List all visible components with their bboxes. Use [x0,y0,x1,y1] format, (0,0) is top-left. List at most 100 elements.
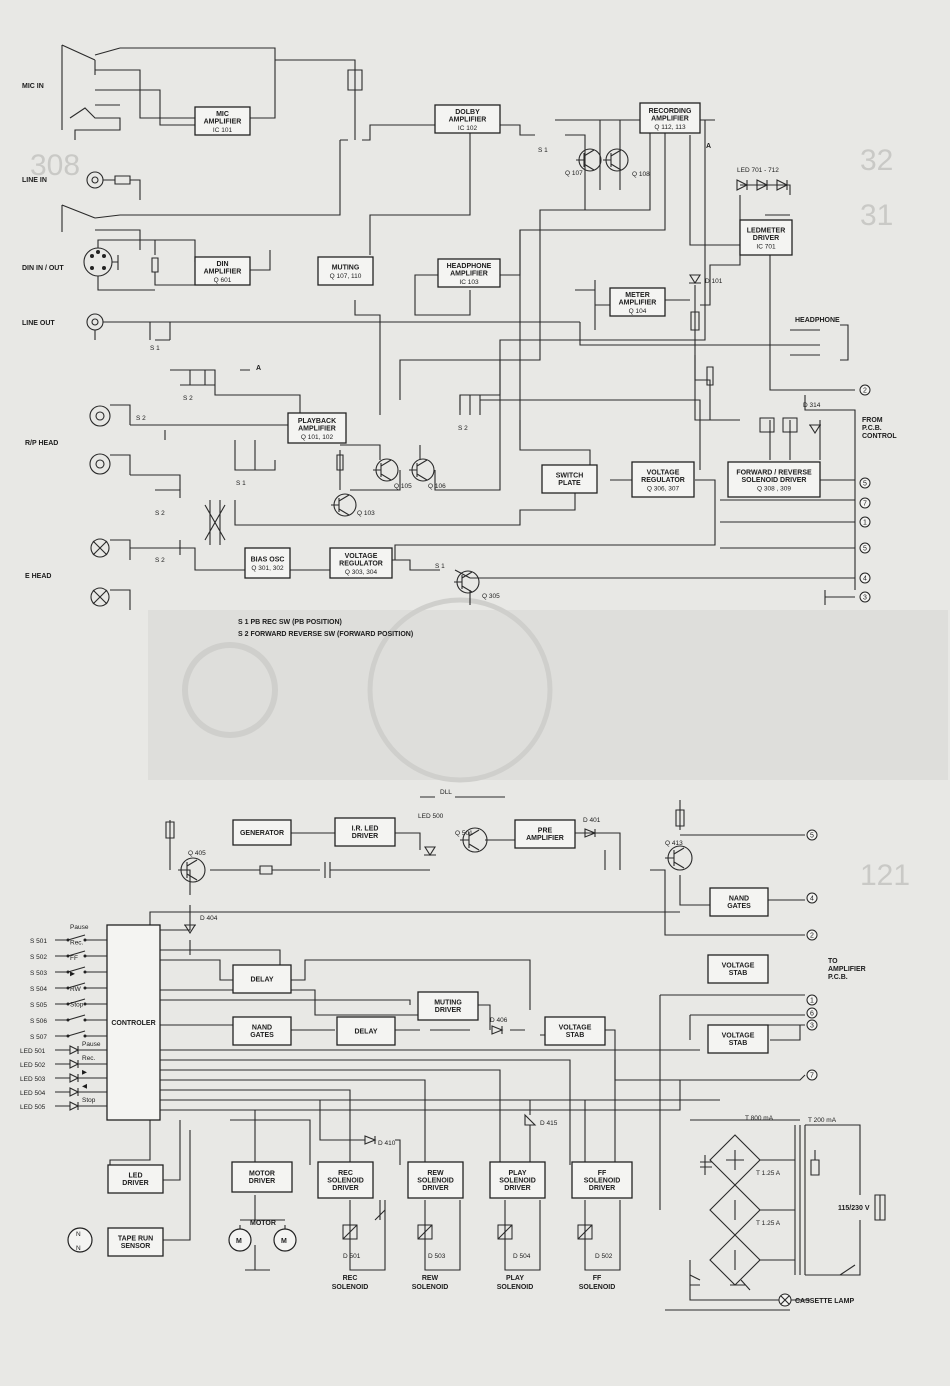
muting-driver-title-1: DRIVER [435,1007,461,1014]
terminal-bottom-label: 3 [810,1023,814,1030]
sensor-s-label: N [76,1245,81,1252]
terminal-top-2: 5 [859,477,871,489]
terminal-bottom-label: 4 [810,896,814,903]
terminal-top-label: 3 [863,595,867,602]
terminal-top-3: 7 [859,497,871,509]
point-a-label-right: A [706,143,711,150]
solenoid-ff-name: FF [593,1275,602,1282]
terminal-bottom-1: 5 [806,829,818,841]
q103-label: Q 103 [357,510,375,517]
terminal-bottom-label: 2 [810,933,814,940]
s2-label-top: S 2 [183,395,193,402]
terminal-top-label: 7 [863,501,867,508]
nand-gates-left-title-1: GATES [250,1032,274,1039]
ledmeter-driver-ref: IC 701 [756,243,776,250]
mic-amp-ref: IC 101 [213,127,233,134]
q107-label: Q 107 [565,170,583,177]
svg-text:308: 308 [30,149,80,182]
led500-label: LED 500 [418,813,444,820]
d503-label: D 503 [428,1253,446,1260]
motor-m2-label: M [281,1238,287,1245]
bleed-through-background: 32 31 308 121 [30,144,948,892]
led-led501-label: LED 501 [20,1048,46,1055]
led-led505-label: LED 505 [20,1104,46,1111]
svg-text:31: 31 [860,199,893,232]
delay-1-block: DELAY [232,964,292,994]
solenoid-rew-word: SOLENOID [412,1284,449,1291]
cassette-lamp-label: CASSETTE LAMP [795,1298,854,1305]
solenoid-play-name: PLAY [506,1275,524,1282]
recording-amp-title-1: AMPLIFIER [651,115,689,122]
s2-label-head-2: S 2 [155,510,165,517]
led-function-label-1: Rec. [82,1055,96,1062]
fuse-t800-label: T 800 mA [745,1115,774,1122]
s1-label-pb: S 1 [236,480,246,487]
din-amp-ref: Q 601 [214,277,232,284]
led-function-label-3: ◀ [82,1083,88,1090]
terminal-top-4: 1 [859,516,871,528]
terminal-top-label: 4 [863,576,867,583]
solenoid-labels: RECSOLENOIDREWSOLENOIDPLAYSOLENOIDFFSOLE… [332,1275,616,1291]
ledmeter-driver-title-0: LEDMETER [747,227,786,234]
d406-label: D 406 [490,1017,508,1024]
q108-label: Q 108 [632,171,650,178]
led-driver-title-1: DRIVER [122,1180,148,1187]
rew-sol-driver-title-0: REW [427,1170,444,1177]
d501-label: D 501 [343,1253,361,1260]
headphone-amp-ref: IC 103 [459,279,479,286]
motor-driver-title-1: DRIVER [249,1178,275,1185]
controler-title-0: CONTROLER [111,1020,155,1027]
terminal-top-label: 5 [863,481,867,488]
rec-sol-driver-title-0: REC [338,1170,353,1177]
led-driver-title-0: LED [129,1173,143,1180]
muting-ref: Q 107, 110 [330,273,362,280]
terminal-top-label: 1 [863,520,867,527]
mic-in-label: MIC IN [22,83,44,90]
terminal-top-label: 5 [863,546,867,553]
switch-function-label-0: Pause [70,924,89,931]
play-sol-driver-title-1: SOLENOID [499,1177,536,1184]
solenoid-ff-word: SOLENOID [579,1284,616,1291]
terminal-bottom-3: 2 [806,929,818,941]
q501-label: Q 501 [455,830,473,837]
to-amp-3: P.C.B. [828,974,848,981]
nand-gates-left-title-0: NAND [252,1025,272,1032]
point-a-label-left: A [256,365,261,372]
voltage-stab-2-title-1: STAB [566,1032,585,1039]
fuse-t200-label: T 200 mA [808,1117,837,1124]
led701-label: LED 701 - 712 [737,167,779,174]
voltage-reg-bias-title-0: VOLTAGE [345,553,378,560]
rew-sol-driver-title-2: DRIVER [422,1185,448,1192]
nand-gates-right-title-0: NAND [729,896,749,903]
bias-osc-title-0: BIAS OSC [251,557,285,564]
motor-m1-label: M [236,1238,242,1245]
rec-sol-driver-title-2: DRIVER [332,1185,358,1192]
tape-run-sensor-title-0: TAPE RUN [118,1236,153,1243]
ff-sol-driver-title-1: SOLENOID [584,1177,621,1184]
rp-head-label: R/P HEAD [25,440,58,447]
s1-label-bias: S 1 [435,563,445,570]
switch-s501-label: S 501 [30,938,47,945]
led-led504-label: LED 504 [20,1090,46,1097]
s1-label-dolby: S 1 [538,147,548,154]
d101-label: D 101 [705,278,723,285]
ff-sol-driver-title-2: DRIVER [589,1185,615,1192]
q106-label: Q 106 [428,483,446,490]
led-function-label-4: Stop [82,1097,96,1104]
